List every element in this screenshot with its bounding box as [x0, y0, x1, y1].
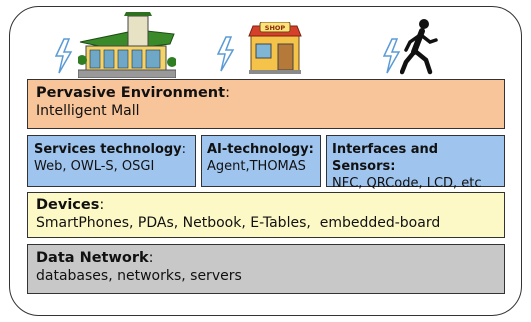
devices-colon: :: [99, 197, 105, 213]
pervasive-environment-box: Pervasive Environment: Intelligent Mall: [27, 79, 505, 129]
interfaces-sensors-title: Interfaces and Sensors:: [332, 142, 439, 174]
lightning-icon: [54, 38, 73, 74]
services-technology-box: Services technology: Web, OWL-S, OSGI: [27, 135, 196, 187]
mall-building-icon: [78, 12, 176, 78]
shop-sign-label: SHOP: [265, 24, 286, 32]
ai-technology-text: Agent,THOMAS: [207, 159, 306, 174]
ai-technology-title: AI-technology:: [207, 142, 314, 157]
interfaces-sensors-box: Interfaces and Sensors: NFC, QRCode, LCD…: [326, 135, 505, 191]
services-technology-text: Web, OWL-S, OSGI: [34, 159, 155, 174]
services-colon: :: [181, 142, 187, 157]
lightning-icon: [382, 38, 401, 74]
shop-icon: SHOP: [248, 22, 302, 74]
data-network-box: Data Network: databases, networks, serve…: [27, 244, 505, 294]
walking-person-icon: [400, 19, 438, 75]
data-network-title: Data Network: [36, 250, 149, 266]
devices-title: Devices: [36, 197, 100, 213]
services-technology-title: Services technology: [34, 142, 182, 157]
icons-row: SHOP: [0, 0, 531, 80]
pervasive-colon: :: [225, 85, 230, 101]
lightning-icon: [216, 36, 235, 72]
interfaces-sensors-text: NFC, QRCode, LCD, etc: [332, 176, 482, 191]
devices-text: SmartPhones, PDAs, Netbook, E-Tables, em…: [36, 215, 441, 231]
services-technology-heading: Services technology:: [34, 141, 189, 158]
devices-box: Devices: SmartPhones, PDAs, Netbook, E-T…: [27, 192, 505, 238]
network-colon: :: [148, 250, 154, 266]
intelligent-mall-label: Intelligent Mall: [36, 103, 140, 119]
pervasive-environment-heading: Pervasive Environment:: [36, 85, 496, 102]
ai-technology-box: AI-technology: Agent,THOMAS: [201, 135, 321, 187]
devices-heading: Devices:: [36, 197, 496, 214]
data-network-heading: Data Network:: [36, 250, 496, 267]
pervasive-environment-title: Pervasive Environment: [36, 85, 226, 101]
data-network-text: databases, networks, servers: [36, 268, 242, 284]
